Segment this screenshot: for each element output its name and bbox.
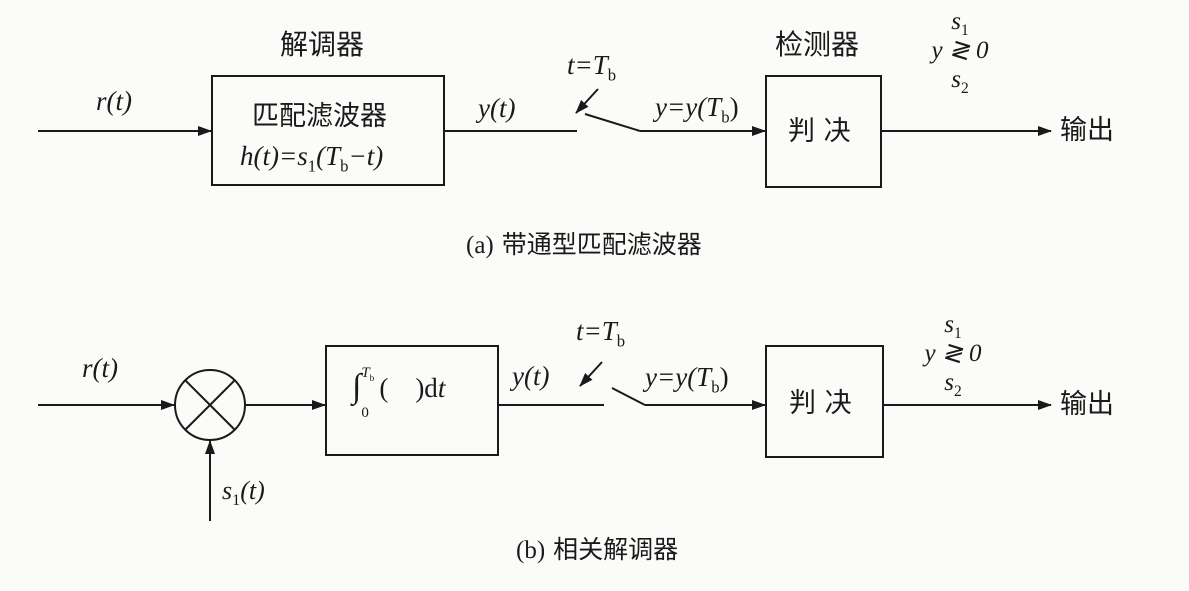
b-switch-time-label: t=Tb (576, 316, 626, 351)
a-decision-label: 判 决 (788, 116, 851, 147)
b-reference-signal-label: s1(t) (222, 476, 265, 510)
a-demodulator-title: 解调器 (280, 28, 365, 61)
a-decision-rule: s1 y ≷ 0 s2 (931, 8, 989, 97)
b-sampled-value-label: y=y(Tb) (645, 362, 729, 397)
b-output-label: 输出 (1060, 389, 1114, 420)
a-sampling-switch-blade (584, 113, 641, 132)
panel-b (38, 345, 1052, 521)
b-decision-label: 判 决 (789, 388, 852, 419)
a-input-label: r(t) (96, 86, 132, 116)
b-switch-timing-arrow (579, 361, 603, 387)
b-multiplier-cross-2 (184, 379, 236, 431)
b-integrator-output-label: y(t) (512, 361, 550, 391)
a-sampled-value-label: y=y(Tb) (655, 92, 739, 127)
b-input-label: r(t) (82, 353, 118, 383)
a-switch-timing-arrow (575, 88, 599, 114)
b-decision-rule: s1 y ≷ 0 s2 (924, 311, 982, 400)
b-integrator-block (325, 345, 499, 456)
a-filter-output-label: y(t) (478, 93, 516, 123)
a-detector-title: 检测器 (775, 28, 860, 61)
a-output-label: 输出 (1060, 115, 1114, 146)
panel-a (38, 75, 1052, 188)
a-caption: (a) 带通型匹配滤波器 (466, 230, 702, 259)
b-sampling-switch-blade (611, 387, 646, 406)
b-caption: (b) 相关解调器 (516, 535, 679, 564)
a-switch-time-label: t=Tb (567, 50, 617, 85)
a-filter-name: 匹配滤波器 (252, 101, 387, 132)
a-filter-impulse-response: h(t)=s1(Tb−t) (240, 141, 384, 176)
b-decision-block (765, 345, 884, 458)
